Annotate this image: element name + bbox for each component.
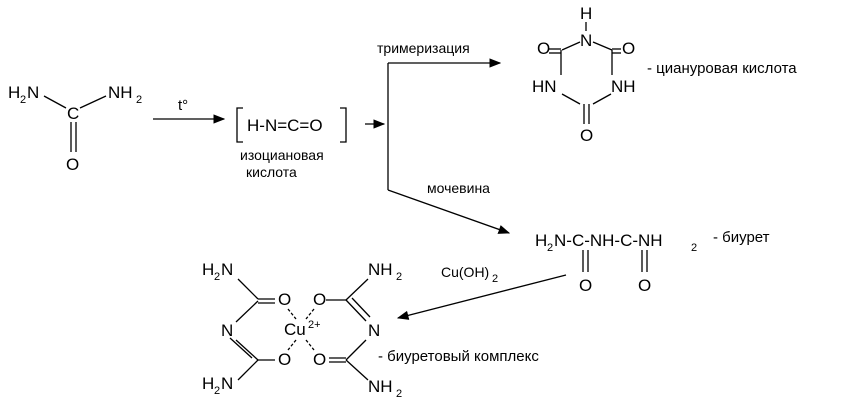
complex-o-bottom-left: O bbox=[278, 350, 291, 369]
cr-bond-ctop-n-2 bbox=[351, 297, 371, 318]
copper-arrow bbox=[396, 274, 567, 320]
cyanuric-acid: H N O O HN NH O - циануровая кислота bbox=[532, 4, 797, 145]
cu-o-coord-tl bbox=[287, 308, 297, 320]
complex-cu-charge: 2+ bbox=[308, 319, 321, 331]
reagent-subscript: 2 bbox=[492, 273, 498, 285]
complex-name: - биуретовый комплекс bbox=[378, 348, 539, 365]
cyanuric-bond-hn-cbottom bbox=[561, 93, 581, 105]
cr-bond-n-cbot bbox=[345, 339, 367, 361]
cyanuric-bond-nh-cbottom bbox=[592, 93, 612, 105]
cl-bond-ctop-n bbox=[235, 300, 259, 323]
cyanuric-nh: NH bbox=[611, 77, 636, 96]
cyanuric-h-top: H bbox=[580, 4, 592, 23]
cyanuric-name: - циануровая кислота bbox=[647, 60, 797, 77]
cyanuric-bond-n-cleft bbox=[561, 41, 581, 51]
complex-o-bottom-right: O bbox=[313, 350, 326, 369]
cl-bond-n-cbot bbox=[235, 339, 259, 361]
complex-h-sub-top-left: 2 bbox=[214, 271, 220, 283]
cyanuric-o-left: O bbox=[537, 39, 550, 58]
complex-h-sub-bottom-left: 2 bbox=[214, 385, 220, 397]
biuret-o-2: O bbox=[638, 276, 651, 295]
cyanuric-o-bottom: O bbox=[580, 126, 593, 145]
cyanuric-o-right: O bbox=[622, 39, 635, 58]
isocyanic-name-line1: изоциановая bbox=[240, 147, 324, 163]
reagent-label: Cu(OH) bbox=[441, 264, 489, 280]
urea-h-subscript: 2 bbox=[20, 94, 26, 106]
urea-oxygen: O bbox=[66, 155, 79, 174]
biuret-o-1: O bbox=[579, 276, 592, 295]
complex-o-top-right: O bbox=[313, 290, 326, 309]
cl-bond-n-cbot-2 bbox=[229, 337, 253, 359]
biuret: H 2 N-C-NH-C-NH 2 O O - биурет bbox=[535, 229, 770, 295]
urea-nh: NH bbox=[108, 83, 133, 102]
isocyanic-name-line2: кислота bbox=[246, 164, 297, 180]
urea-bond-c-nh bbox=[79, 95, 107, 109]
complex-h-bottom-left: H bbox=[202, 374, 214, 393]
complex-n-right: N bbox=[368, 321, 380, 340]
bracket-left bbox=[236, 107, 243, 143]
urea-branch-label: мочевина bbox=[427, 180, 490, 196]
cyanuric-n-top: N bbox=[580, 31, 592, 50]
urea-structure: H 2 N NH 2 C O bbox=[8, 83, 142, 174]
cyanuric-hn: HN bbox=[532, 77, 557, 96]
complex-nh-top-right: NH bbox=[368, 260, 393, 279]
biuret-name: - биурет bbox=[713, 229, 770, 246]
cl-bond-cbot-n bbox=[237, 359, 259, 381]
heating-label: t° bbox=[178, 97, 188, 114]
biuret-complex: H 2 N N H 2 N O O Cu 2+ O O NH 2 N NH 2 bbox=[202, 260, 539, 400]
biuret-h-subscript: 2 bbox=[547, 242, 553, 254]
complex-nh-bottom-right: NH bbox=[368, 377, 393, 396]
urea-h: H bbox=[8, 83, 20, 102]
cu-o-coord-br bbox=[305, 339, 315, 351]
trimerization-label: тримеризация bbox=[377, 40, 470, 56]
complex-n-bottom-left: N bbox=[221, 374, 233, 393]
cu-o-coord-tr bbox=[305, 308, 315, 320]
urea-nh-subscript: 2 bbox=[136, 94, 142, 106]
cr-bond-ctop-n bbox=[345, 299, 367, 322]
urea-bond-n-c bbox=[43, 95, 67, 109]
complex-nh-sub-top-right: 2 bbox=[396, 271, 402, 283]
bracket-right bbox=[340, 107, 347, 143]
isocyanic-acid: H-N=C=O изоциановая кислота bbox=[236, 107, 347, 180]
complex-o-top-left: O bbox=[278, 290, 291, 309]
isocyanic-formula: H-N=C=O bbox=[247, 116, 323, 135]
biuret-h: H bbox=[535, 231, 547, 250]
cr-bond-ctop-nh bbox=[345, 278, 369, 301]
urea-n-left: N bbox=[27, 83, 39, 102]
complex-n-left: N bbox=[221, 321, 233, 340]
biuret-nh-subscript: 2 bbox=[691, 242, 697, 254]
complex-n-top-left: N bbox=[221, 260, 233, 279]
complex-cu: Cu bbox=[284, 320, 306, 339]
urea-carbon: C bbox=[67, 104, 79, 123]
cu-o-coord-bl bbox=[287, 339, 297, 351]
complex-nh-sub-bottom-right: 2 bbox=[396, 388, 402, 400]
cl-bond-n-ctop bbox=[237, 278, 259, 300]
cr-bond-cbot-nh bbox=[345, 359, 369, 381]
biuret-chain: N-C-NH-C-NH bbox=[554, 231, 663, 250]
urea-branch-arrow bbox=[387, 189, 511, 234]
complex-h-top-left: H bbox=[202, 260, 214, 279]
cyanuric-bond-n-cright bbox=[592, 41, 613, 51]
